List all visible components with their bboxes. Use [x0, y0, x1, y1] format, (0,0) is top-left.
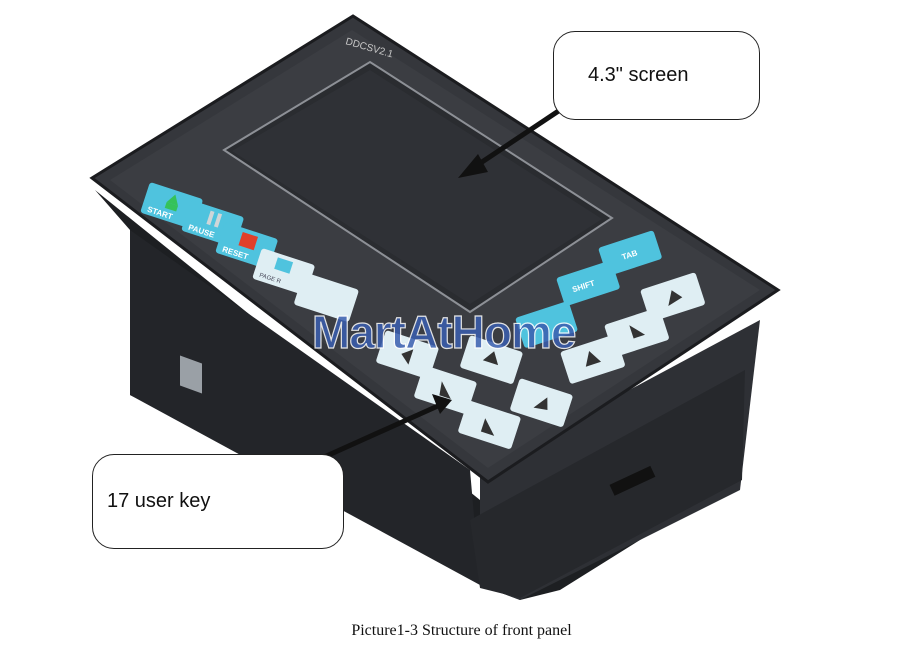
keys-arrow-head — [432, 394, 452, 414]
user-key-6[interactable] — [457, 400, 521, 450]
user-key-2[interactable] — [375, 330, 439, 380]
page-key[interactable]: PAGE R — [252, 248, 315, 296]
user-key-8[interactable] — [604, 307, 670, 357]
user-key-1[interactable] — [293, 272, 359, 322]
shift-key[interactable]: SHIFT — [556, 260, 620, 306]
user-key-9[interactable] — [560, 334, 626, 384]
user-key-5[interactable] — [509, 378, 573, 428]
user-key-10[interactable] — [515, 301, 578, 349]
figure-caption: Picture1-3 Structure of front panel — [351, 622, 572, 639]
user-key-callout: 17 user key — [92, 454, 344, 549]
lcd-screen — [232, 70, 602, 304]
tab-key[interactable]: TAB — [598, 230, 662, 276]
screen-callout-arrow — [468, 107, 562, 173]
keys-callout-arrow — [320, 402, 442, 461]
usb-port — [180, 355, 202, 394]
device-base-lower — [470, 370, 745, 598]
side-slot — [609, 465, 656, 496]
screen-arrow-head — [458, 154, 488, 178]
screen-callout-text: 4.3" screen — [588, 64, 689, 86]
device-bottom-box — [130, 230, 480, 585]
user-key-4[interactable] — [413, 365, 477, 415]
user-key-callout-text: 17 user key — [107, 490, 211, 512]
watermark-logo: MartAtHome — [312, 306, 576, 358]
user-key-3[interactable] — [459, 335, 523, 385]
screen-callout: 4.3" screen — [553, 31, 760, 120]
